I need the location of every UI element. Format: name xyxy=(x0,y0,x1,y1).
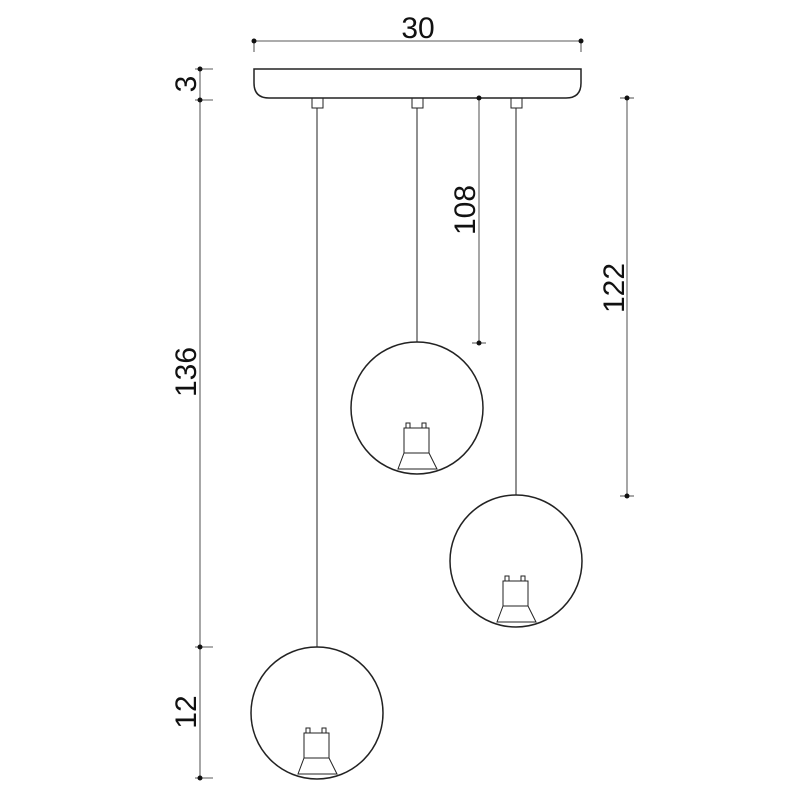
dimension-label: 108 xyxy=(449,185,482,235)
dimension-middle: 108 xyxy=(449,95,486,346)
cord-connector xyxy=(311,97,324,109)
globe-right xyxy=(449,494,583,628)
dimension-label: 136 xyxy=(170,347,203,397)
dimension-left: 3 136 12 xyxy=(170,66,213,781)
cord-connector xyxy=(411,97,424,109)
globe-left xyxy=(250,646,384,780)
dimension-right: 122 xyxy=(598,95,634,499)
ceiling-canopy xyxy=(253,68,582,99)
dimension-label: 122 xyxy=(598,263,631,313)
dimension-canopy-width: 30 xyxy=(251,12,584,52)
cord-connector xyxy=(510,97,523,109)
dimension-label: 12 xyxy=(170,695,203,728)
globe-middle xyxy=(350,341,484,475)
dimension-label: 3 xyxy=(170,76,203,93)
dimension-label: 30 xyxy=(401,12,434,45)
